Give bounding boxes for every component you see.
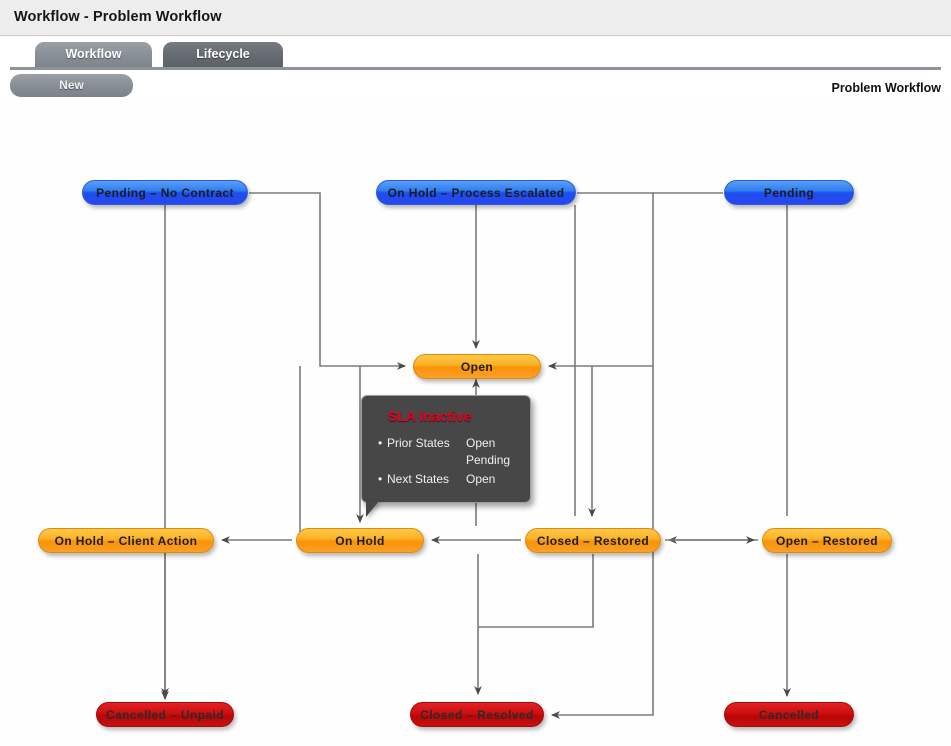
prior-states-label: Prior States xyxy=(387,436,450,450)
page-title: Problem Workflow xyxy=(831,81,941,95)
tab-underline-rule xyxy=(10,67,941,70)
node-closed-resolved[interactable]: Closed – Resolved xyxy=(410,702,544,727)
node-cancelled[interactable]: Cancelled xyxy=(724,702,854,727)
tab-workflow[interactable]: Workflow xyxy=(35,42,152,68)
next-state-value-1: Open xyxy=(466,472,496,486)
node-on-hold[interactable]: On Hold xyxy=(296,528,424,553)
prior-state-value-1: Open xyxy=(466,436,496,450)
window-titlebar: Workflow - Problem Workflow xyxy=(0,0,951,36)
tab-strip: Workflow Lifecycle xyxy=(0,36,951,68)
node-on-hold-client-action[interactable]: On Hold – Client Action xyxy=(38,528,214,553)
sla-tooltip-row-next-states: • Next States Open xyxy=(378,471,518,488)
node-open-restored[interactable]: Open – Restored xyxy=(762,528,892,553)
tab-lifecycle[interactable]: Lifecycle xyxy=(163,42,283,68)
prior-states-values: Open Pending xyxy=(466,435,518,469)
node-open[interactable]: Open xyxy=(413,354,541,379)
bullet-icon: • xyxy=(378,436,383,450)
workflow-canvas[interactable]: Pending – No Contract On Hold – Process … xyxy=(0,102,951,746)
new-button[interactable]: New xyxy=(10,74,133,97)
prior-state-value-2: Pending xyxy=(466,453,511,467)
edge-escalated-to-open-right xyxy=(548,192,654,370)
node-cancelled-unpaid[interactable]: Cancelled – Unpaid xyxy=(96,702,234,727)
node-pending-no-contract[interactable]: Pending – No Contract xyxy=(82,180,248,205)
tooltip-pointer-tail xyxy=(366,501,379,517)
edge-pending-no-contract-to-open xyxy=(249,192,406,370)
node-pending[interactable]: Pending xyxy=(724,180,854,205)
next-states-label: Next States xyxy=(387,472,450,486)
bullet-icon: • xyxy=(378,472,383,486)
sla-tooltip-title: SLA Inactive xyxy=(388,408,472,424)
sla-tooltip: SLA Inactive • Prior States Open Pending… xyxy=(361,395,531,517)
node-closed-restored[interactable]: Closed – Restored xyxy=(525,528,661,553)
node-on-hold-process-escalated[interactable]: On Hold – Process Escalated xyxy=(376,180,576,205)
sla-tooltip-row-prior-states: • Prior States Open Pending xyxy=(378,435,518,469)
next-states-values: Open xyxy=(466,471,518,488)
edge-closed-restored-to-rail-478 xyxy=(478,554,594,628)
connector-layer xyxy=(161,192,791,719)
edge-junction-to-closed-resolved xyxy=(551,366,654,719)
window-title: Workflow - Problem Workflow xyxy=(14,9,222,25)
toolbar: New Problem Workflow xyxy=(0,70,951,102)
